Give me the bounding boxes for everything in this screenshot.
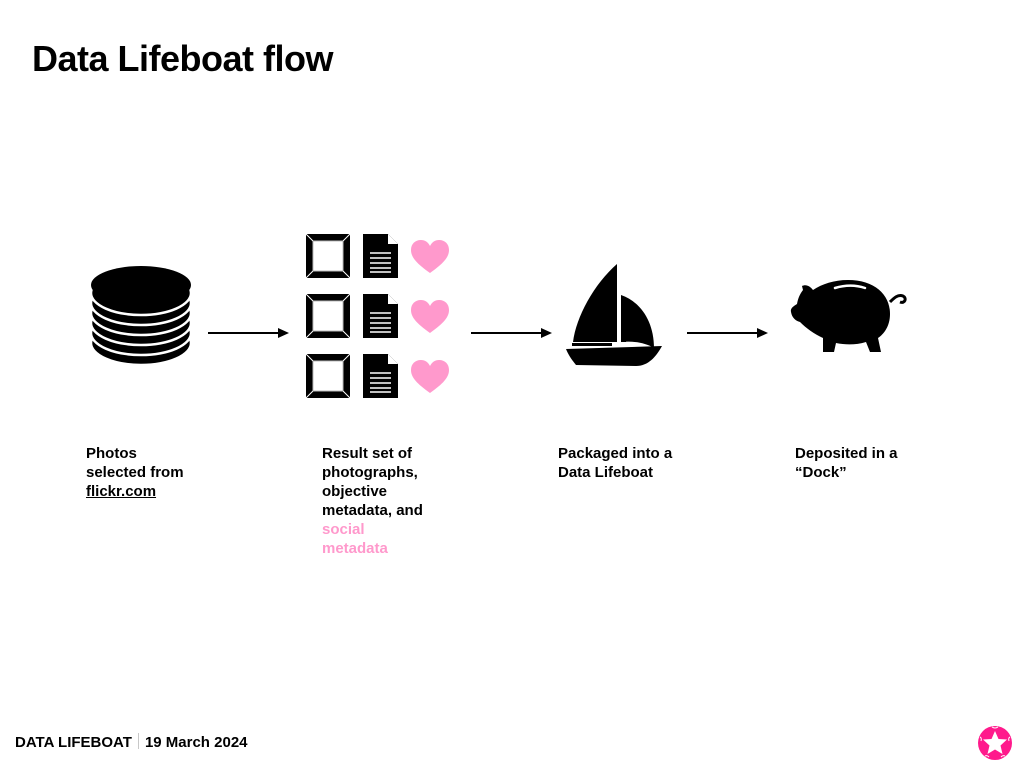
slide-footer: DATA LIFEBOAT 19 March 2024 [15, 733, 248, 751]
result-set-icon [305, 232, 452, 400]
footer-brand: DATA LIFEBOAT [15, 734, 132, 751]
photo-frame-icon [305, 353, 351, 399]
footer-divider [137, 733, 139, 749]
flickr-foundation-logo-icon [978, 726, 1012, 760]
database-icon [90, 266, 192, 367]
result-row [305, 293, 449, 339]
step-caption-packaged: Packaged into a Data Lifeboat [558, 445, 673, 481]
heart-icon [411, 300, 449, 333]
heart-icon [411, 360, 449, 393]
photo-frame-icon [305, 293, 351, 339]
flow-arrow-3 [687, 328, 768, 338]
footer-date: 19 March 2024 [144, 734, 248, 751]
flickr-link[interactable]: flickr.com [86, 483, 157, 500]
result-row [305, 353, 449, 399]
photo-frame-icon [305, 233, 351, 279]
step-caption-result-set: Result set of photographs, objective met… [322, 444, 482, 558]
social-metadata-highlight: social [322, 521, 365, 538]
document-icon [362, 293, 399, 339]
document-icon [362, 233, 399, 279]
step-caption-photos: Photos selected from flickr.com [86, 445, 184, 500]
piggy-bank-icon [790, 280, 907, 352]
flow-arrow-1 [208, 328, 289, 338]
step-caption-deposited: Deposited in a “Dock” [795, 445, 898, 481]
flow-arrow-2 [471, 328, 552, 338]
heart-icon [411, 240, 449, 273]
result-row [305, 233, 449, 279]
document-icon [362, 353, 399, 399]
slide-title: Data Lifeboat flow [32, 38, 334, 79]
sailboat-icon [566, 264, 662, 366]
